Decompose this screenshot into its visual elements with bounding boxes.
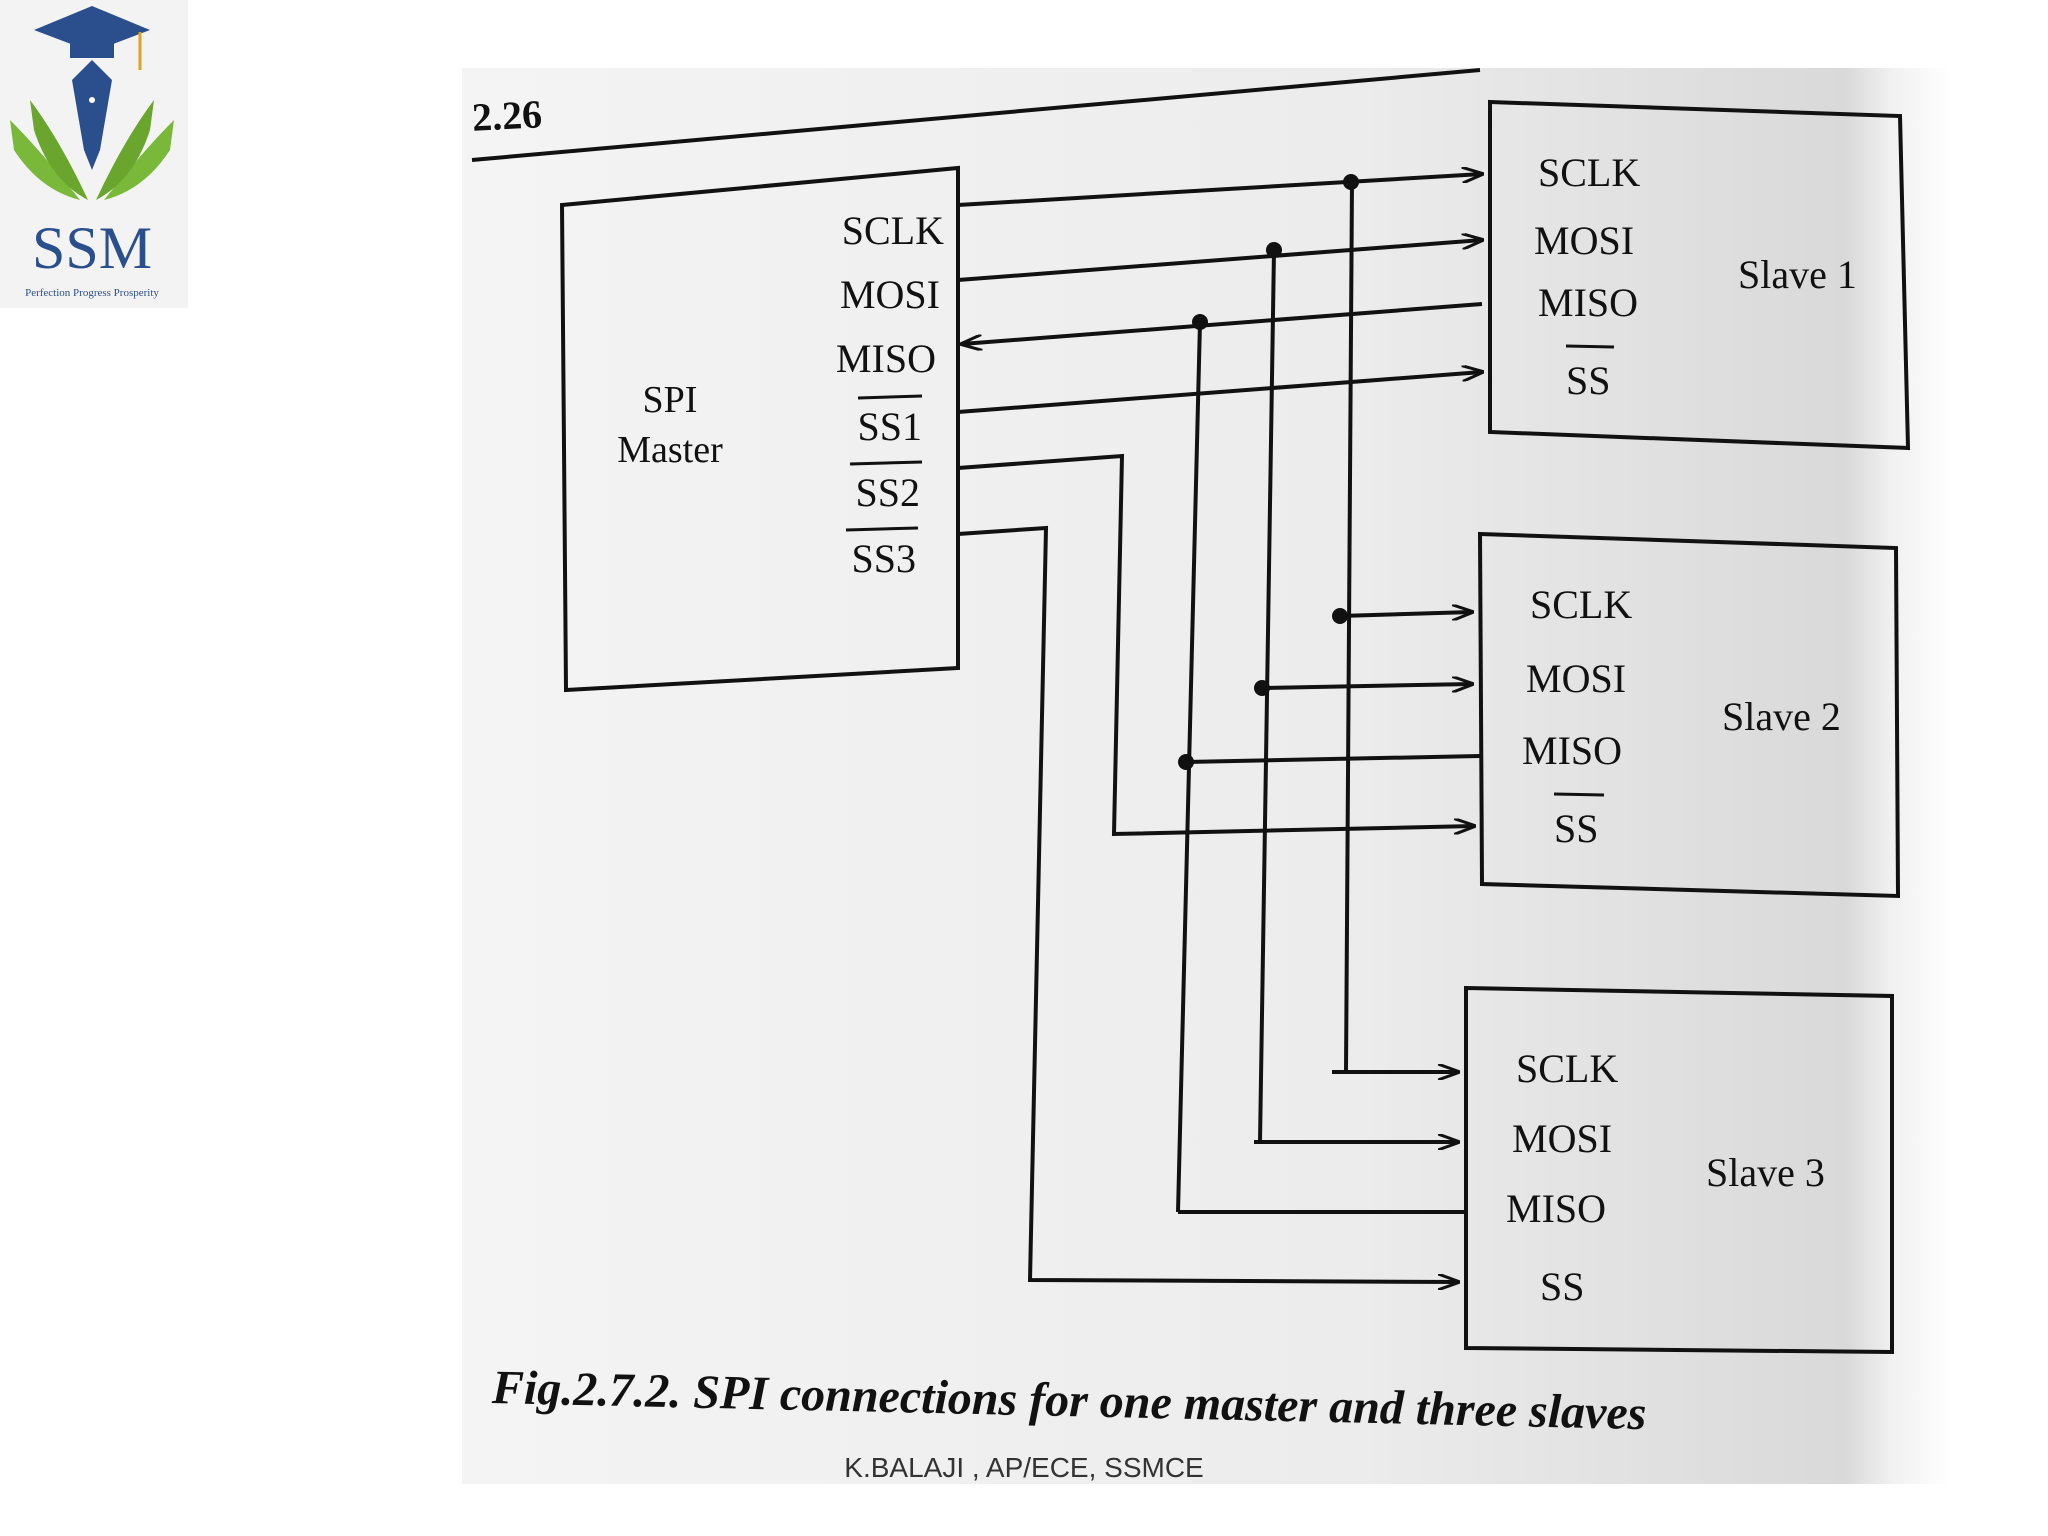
slave-2-box bbox=[1477, 531, 1901, 899]
slave-1-pin-ss: SS bbox=[1566, 358, 1611, 403]
master-pin-sclk: SCLK bbox=[842, 208, 944, 253]
logo-text: SSM bbox=[32, 215, 152, 281]
footer-credit: K.BALAJI , AP/ECE, SSMCE bbox=[844, 1452, 1204, 1483]
slave-3-box bbox=[1464, 985, 1894, 1355]
slave-2-pin-mosi: MOSI bbox=[1526, 656, 1626, 701]
logo-tagline: Perfection Progress Prosperity bbox=[25, 287, 159, 299]
ssm-logo: SSM Perfection Progress Prosperity bbox=[0, 0, 188, 308]
master-pin-miso: MISO bbox=[836, 336, 936, 381]
slave-3-pin-mosi: MOSI bbox=[1512, 1116, 1612, 1161]
master-pin-mosi: MOSI bbox=[840, 272, 940, 317]
slave-3-pin-ss: SS bbox=[1540, 1264, 1585, 1309]
slave-2-pin-miso: MISO bbox=[1522, 728, 1622, 773]
textbook-photo bbox=[462, 68, 1950, 1484]
slave-1-box bbox=[1488, 99, 1911, 451]
slave-1-name: Slave 1 bbox=[1738, 252, 1857, 297]
slave-1-pin-miso: MISO bbox=[1538, 280, 1638, 325]
slave-2-name: Slave 2 bbox=[1722, 694, 1841, 739]
slave-3-pin-miso: MISO bbox=[1506, 1186, 1606, 1231]
master-box bbox=[559, 165, 960, 693]
slave-3-pin-sclk: SCLK bbox=[1516, 1046, 1618, 1091]
slave-2-pin-sclk: SCLK bbox=[1530, 582, 1632, 627]
slave-1-pin-sclk: SCLK bbox=[1538, 150, 1640, 195]
slave-1-pin-mosi: MOSI bbox=[1534, 218, 1634, 263]
master-pin-ss2: SS2 bbox=[856, 470, 921, 515]
bus-wires bbox=[957, 174, 1482, 1282]
slave-3-name: Slave 3 bbox=[1706, 1150, 1825, 1195]
master-title-line1: SPI bbox=[643, 379, 698, 421]
junction-dots bbox=[1178, 174, 1359, 770]
master-pin-ss3: SS3 bbox=[852, 536, 917, 581]
master-pin-ss1: SS1 bbox=[858, 404, 923, 449]
master-title-line2: Master bbox=[617, 429, 723, 471]
page-rule bbox=[471, 68, 1481, 162]
slave-2-pin-ss: SS bbox=[1554, 806, 1599, 851]
